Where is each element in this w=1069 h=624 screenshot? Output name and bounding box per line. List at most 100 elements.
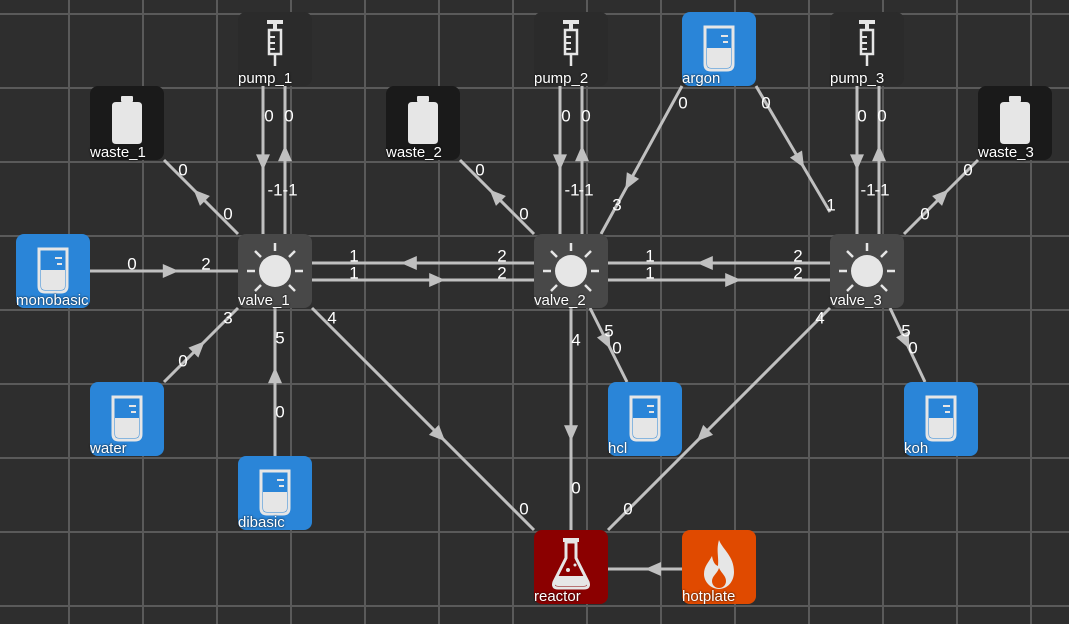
- edge-arrowhead: [896, 331, 910, 349]
- target-port-label: 5: [275, 328, 285, 348]
- node-label: valve_1: [238, 292, 290, 309]
- edge-valve_2-to-waste_2[interactable]: [458, 158, 536, 236]
- edge-line[interactable]: [599, 85, 684, 235]
- edge-hotplate-to-reactor[interactable]: [608, 562, 682, 576]
- beaker-icon: [925, 395, 957, 442]
- edge-dibasic-to-valve_1[interactable]: [268, 308, 282, 456]
- node-waste_3[interactable]: waste_3: [978, 86, 1052, 160]
- target-port-label: -1: [267, 180, 283, 200]
- source-port-label: 0: [178, 351, 188, 371]
- source-port-label: -1: [578, 180, 594, 200]
- waste-container-icon: [408, 96, 438, 144]
- source-port-label: 0: [761, 93, 771, 113]
- edge-pump_2-to-valve_2[interactable]: [553, 86, 567, 234]
- edge-line[interactable]: [310, 306, 536, 532]
- node-valve_3[interactable]: valve_3: [830, 234, 904, 308]
- source-port-label: 5: [604, 321, 614, 341]
- waste-container-icon: [112, 96, 142, 144]
- node-label: pump_1: [238, 70, 293, 87]
- node-valve_1[interactable]: valve_1: [238, 234, 312, 308]
- edge-arrowhead: [575, 145, 589, 162]
- node-water[interactable]: water: [90, 382, 164, 456]
- node-argon[interactable]: argon: [682, 12, 756, 86]
- source-port-label: 4: [815, 308, 825, 328]
- edge-line[interactable]: [606, 306, 832, 532]
- edge-arrowhead: [428, 424, 446, 442]
- node-valve_2[interactable]: valve_2: [534, 234, 608, 308]
- target-port-label: 2: [793, 263, 803, 283]
- source-port-label: 1: [349, 263, 359, 283]
- node-pump_3[interactable]: pump_3: [830, 12, 904, 86]
- edge-argon-to-valve_2[interactable]: [599, 85, 684, 235]
- node-waste_1[interactable]: waste_1: [90, 86, 164, 160]
- valve-icon: [839, 243, 895, 292]
- target-port-label: -1: [564, 180, 580, 200]
- node-label: argon: [682, 70, 721, 87]
- target-port-label: 0: [284, 106, 294, 126]
- edge-arrowhead: [696, 256, 713, 270]
- waste-container-icon: [1000, 96, 1030, 144]
- edge-arrowhead: [596, 331, 611, 349]
- target-port-label: 0: [519, 499, 529, 519]
- node-koh[interactable]: koh: [904, 382, 978, 456]
- edge-line[interactable]: [754, 85, 832, 213]
- edge-valve_2-to-hcl[interactable]: [588, 307, 629, 383]
- source-port-label: 0: [857, 106, 867, 126]
- edge-arrowhead: [725, 273, 742, 287]
- edge-valve_2-to-valve_3[interactable]: [608, 273, 830, 287]
- node-pump_2[interactable]: pump_2: [534, 12, 608, 86]
- node-label: waste_2: [386, 144, 442, 161]
- edge-arrowhead: [268, 367, 282, 384]
- edge-pump_3-to-valve_3[interactable]: [850, 86, 864, 234]
- edge-valve_3-to-reactor[interactable]: [606, 306, 832, 532]
- source-port-label: 0: [223, 204, 233, 224]
- edge-arrowhead: [932, 189, 949, 206]
- target-port-label: 0: [475, 160, 485, 180]
- syringe-icon: [859, 20, 875, 66]
- edge-valve_1-to-reactor[interactable]: [310, 306, 536, 532]
- target-port-label: 0: [571, 478, 581, 498]
- edge-valve_1-to-valve_2[interactable]: [312, 273, 534, 287]
- source-port-label: 0: [678, 93, 688, 113]
- node-reactor[interactable]: reactor: [534, 530, 608, 604]
- node-dibasic[interactable]: dibasic: [238, 456, 312, 530]
- edge-valve_2-to-reactor[interactable]: [564, 308, 578, 530]
- target-port-label: 0: [178, 160, 188, 180]
- edge-valve_2-to-pump_2[interactable]: [575, 86, 589, 234]
- valve-icon: [543, 243, 599, 292]
- edge-arrowhead: [256, 154, 270, 171]
- valve-icon: [247, 243, 303, 292]
- edge-arrowhead: [564, 425, 578, 442]
- target-port-label: 2: [201, 254, 211, 274]
- node-label: koh: [904, 440, 929, 457]
- edge-valve_1-to-pump_1[interactable]: [278, 86, 292, 234]
- edge-arrowhead: [789, 150, 805, 168]
- node-hcl[interactable]: hcl: [608, 382, 682, 456]
- node-label: hotplate: [682, 588, 736, 605]
- edge-pump_1-to-valve_1[interactable]: [256, 86, 270, 234]
- source-port-label: 0: [127, 254, 137, 274]
- target-port-label: 3: [223, 308, 233, 328]
- edge-argon-to-valve_3[interactable]: [754, 85, 832, 213]
- edge-valve_3-to-koh[interactable]: [888, 307, 927, 383]
- source-port-label: 0: [264, 106, 274, 126]
- node-waste_2[interactable]: waste_2: [386, 86, 460, 160]
- target-port-label: 0: [581, 106, 591, 126]
- target-port-label: -1: [860, 180, 876, 200]
- target-port-label: 0: [877, 106, 887, 126]
- node-pump_1[interactable]: pump_1: [238, 12, 312, 86]
- edge-valve_2-to-valve_1[interactable]: [312, 256, 534, 270]
- target-port-label: 3: [612, 195, 622, 215]
- edge-valve_3-to-waste_3[interactable]: [902, 158, 980, 236]
- syringe-icon: [563, 20, 579, 66]
- node-monobasic[interactable]: monobasic: [16, 234, 90, 308]
- edge-valve_3-to-pump_3[interactable]: [872, 86, 886, 234]
- edge-valve_1-to-waste_1[interactable]: [162, 158, 240, 236]
- edge-valve_3-to-valve_2[interactable]: [608, 256, 830, 270]
- node-hotplate[interactable]: hotplate: [682, 530, 756, 604]
- edge-water-to-valve_1[interactable]: [162, 306, 240, 384]
- source-port-label: 0: [275, 402, 285, 422]
- syringe-icon: [267, 20, 283, 66]
- edge-monobasic-to-valve_1[interactable]: [90, 264, 238, 278]
